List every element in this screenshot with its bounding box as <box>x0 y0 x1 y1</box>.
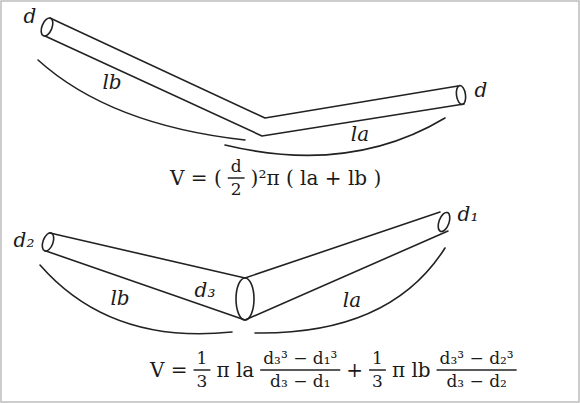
dimension-label: lb <box>110 287 129 309</box>
length-bracket <box>255 248 445 333</box>
formula-term: π lb <box>392 359 431 381</box>
formula-term: )²π ( la + lb ) <box>251 167 382 189</box>
fraction-term: 1 <box>372 349 383 368</box>
fraction-term: d₃³ − d₁³ <box>263 349 337 368</box>
length-bracket <box>40 265 232 334</box>
fraction-bar <box>437 369 517 371</box>
fraction-bar <box>228 177 245 179</box>
fraction-bar <box>369 369 386 371</box>
length-bracket <box>38 60 245 140</box>
tube-section <box>236 278 254 320</box>
fraction-term: 1 <box>197 349 208 368</box>
dimension-label: lb <box>102 71 121 93</box>
fraction-bar <box>260 369 340 371</box>
dimension-label: d <box>24 5 37 27</box>
fraction-term: d₃ − d₁ <box>270 372 330 391</box>
formula-term: + <box>346 359 363 381</box>
fraction-term: d₃³ − d₂³ <box>440 349 514 368</box>
tube-end <box>436 211 452 233</box>
fraction-term: 2 <box>231 180 242 199</box>
dimension-label: d₂ <box>14 229 35 251</box>
dimension-label: d₁ <box>458 203 479 225</box>
formula-term: π la <box>216 359 254 381</box>
tube-edge <box>50 18 458 118</box>
length-bracket <box>225 118 445 155</box>
fraction-term: d <box>231 157 242 176</box>
dimension-label: la <box>343 289 361 311</box>
fraction-term: 3 <box>197 372 208 391</box>
fraction-term: d₃ − d₂ <box>446 372 506 391</box>
tube-end <box>455 85 467 105</box>
dimension-label: d <box>475 79 488 101</box>
tube-edge <box>46 231 448 320</box>
fraction-term: 3 <box>372 372 383 391</box>
fraction-bar <box>194 369 211 371</box>
formula-term: V = <box>150 359 188 381</box>
dimension-label: d₃ <box>195 279 216 301</box>
formula-term: V = ( <box>170 167 222 189</box>
tube-edge <box>45 36 464 136</box>
dimension-label: la <box>351 123 369 145</box>
tube-edge <box>50 212 440 278</box>
